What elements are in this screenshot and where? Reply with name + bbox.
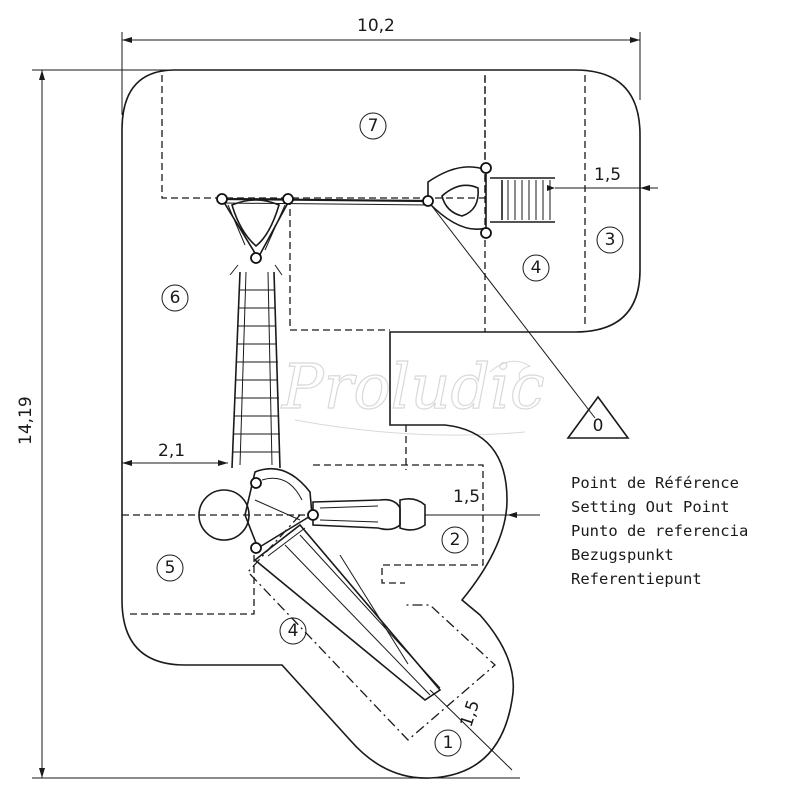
central-platform-detail <box>254 477 303 521</box>
svg-text:3: 3 <box>605 230 616 250</box>
slide-lanes <box>267 527 441 696</box>
zone-marker-4-slide: 4 <box>279 617 307 645</box>
reference-triangle-icon <box>566 395 630 439</box>
zone-marker-2: 2 <box>441 526 469 554</box>
slide-body <box>253 523 442 701</box>
zone-4-slide-outline <box>247 514 496 741</box>
reference-marker-label: 0 <box>593 416 604 436</box>
platform-top-left <box>220 198 292 260</box>
ladder-rungs <box>233 289 280 453</box>
legend-line-nl: Referentiepunt <box>571 570 702 588</box>
stairs-rails <box>490 177 555 223</box>
zone-marker-7: 7 <box>359 112 387 140</box>
watermark-underline <box>294 419 526 436</box>
zone-marker-4-top: 4 <box>522 254 550 282</box>
height-label: 14,19 <box>16 396 36 445</box>
walkway-right-end <box>399 498 426 531</box>
legend-line-es: Punto de referencia <box>571 522 748 540</box>
ladder-inner-rails <box>239 271 273 466</box>
top-beam-edge <box>221 202 429 206</box>
svg-text:6: 6 <box>170 288 181 308</box>
svg-text:2: 2 <box>450 530 461 550</box>
platform-top-left-rails <box>227 204 286 276</box>
zone-5-outline <box>130 555 255 615</box>
svg-text:5: 5 <box>165 558 176 578</box>
width-label: 10,2 <box>357 16 395 36</box>
clearance-left-label: 2,1 <box>158 441 185 461</box>
post-nodes <box>216 162 492 554</box>
legend: Point de Référence Setting Out Point Pun… <box>571 474 748 588</box>
legend-line-fr: Point de Référence <box>571 474 739 492</box>
zone-2-outline <box>313 464 484 584</box>
clearance-top-label: 1,5 <box>594 165 621 185</box>
zone-marker-3: 3 <box>596 226 624 254</box>
zone-marker-6: 6 <box>161 284 189 312</box>
watermark-text: Proludic <box>281 350 545 423</box>
safety-area-outline <box>121 69 641 779</box>
clearance-mid-arrow-icon <box>507 512 517 518</box>
slide-centerline <box>339 554 409 665</box>
svg-text:4: 4 <box>531 258 542 278</box>
clearance-mid-label: 1,5 <box>453 487 480 507</box>
svg-text:4: 4 <box>288 621 299 641</box>
watermark-swash-icon <box>489 360 532 381</box>
turning-circle <box>198 489 250 541</box>
zone-marker-1: 1 <box>434 729 462 757</box>
walkway-right <box>312 498 401 531</box>
legend-line-de: Bezugspunkt <box>571 546 674 564</box>
ladder-rails <box>231 271 281 469</box>
svg-text:7: 7 <box>368 116 379 136</box>
clearance-slide-label: 1,5 <box>457 698 484 730</box>
walkway-right-detail <box>319 505 379 523</box>
zone-7-outline <box>161 75 486 199</box>
central-platform <box>244 468 313 550</box>
zone-4-top-outline <box>289 75 486 332</box>
legend-line-en: Setting Out Point <box>571 498 730 516</box>
reference-leader-line <box>427 200 596 419</box>
svg-text:1: 1 <box>443 733 454 753</box>
zone-marker-5: 5 <box>156 554 184 582</box>
stairs-steps <box>507 180 551 220</box>
clearance-slide-line <box>429 689 513 771</box>
